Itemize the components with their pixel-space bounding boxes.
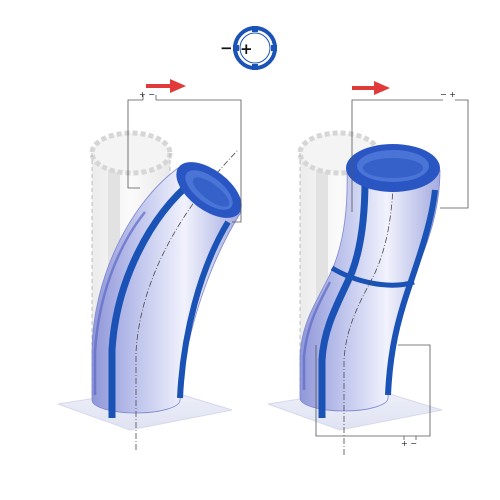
arrow-right-icon xyxy=(352,81,390,95)
right-actuator: − + + − xyxy=(267,81,469,455)
right-tube-opening xyxy=(346,144,440,192)
left-electrode-strip xyxy=(93,211,146,395)
right-wires xyxy=(315,99,469,440)
left-tube-opening xyxy=(176,162,242,218)
left-wires xyxy=(127,95,242,223)
left-centerline xyxy=(135,149,239,450)
right-centerline xyxy=(343,149,395,455)
left-electrode-strip xyxy=(177,220,231,399)
left-actuator: + − xyxy=(57,79,242,450)
right-electrode-strip xyxy=(302,281,332,390)
legend-minus-sign: − xyxy=(220,39,233,57)
right-electrode-strip xyxy=(385,189,438,396)
right-polarity-signs-top: − + xyxy=(440,90,456,99)
right-polarity-signs-bottom: + − xyxy=(401,439,417,448)
electrode-ring-icon xyxy=(233,26,277,70)
arrow-right-icon xyxy=(146,79,186,93)
left-electrode-strip xyxy=(108,177,197,418)
left-polarity-signs: + − xyxy=(139,90,155,99)
right-electrode-strip xyxy=(318,179,369,418)
legend: − + xyxy=(220,26,277,70)
legend-plus-sign: + xyxy=(240,40,253,58)
right-mid-ring xyxy=(330,265,415,288)
